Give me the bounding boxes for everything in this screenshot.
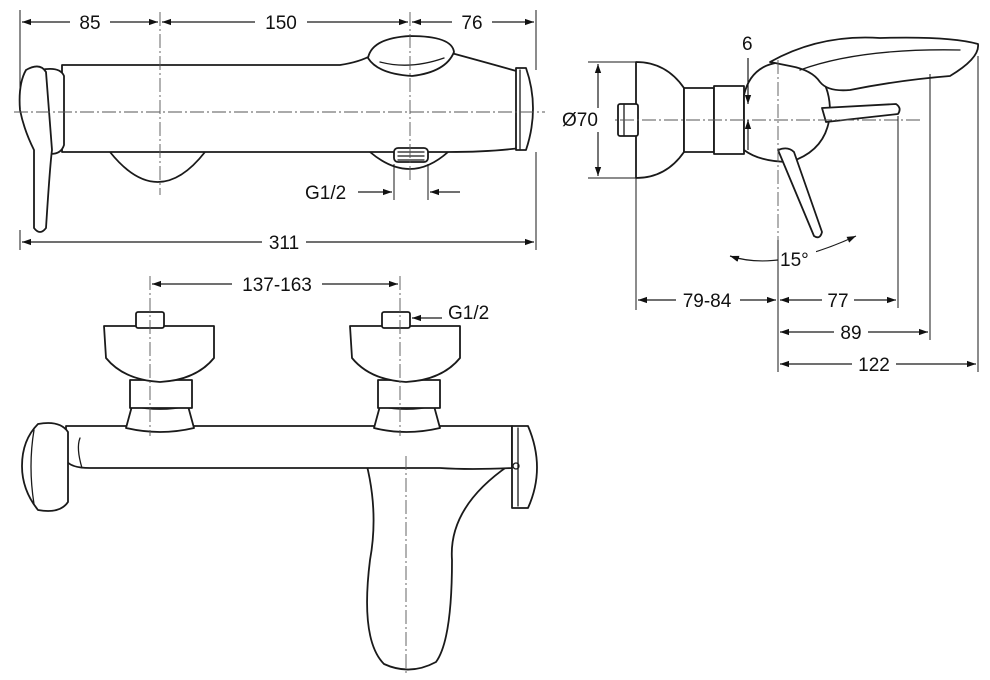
- dim-77: 77: [827, 291, 848, 312]
- top-view-right-cap: [511, 425, 538, 509]
- front-view-underside-left: [109, 151, 206, 183]
- top-view-right-inlet: [349, 311, 461, 433]
- top-view-left-inlet: [103, 311, 215, 433]
- dim-outlet-g12: G1/2: [305, 183, 346, 204]
- front-view-left-lever: [18, 65, 53, 233]
- front-view-top-button: [367, 35, 455, 77]
- front-view: 85 150 76 G1/2 311: [14, 10, 545, 254]
- dim-85: 85: [79, 13, 100, 34]
- dim-6: 6: [742, 34, 753, 55]
- side-view-handle: [769, 36, 979, 92]
- front-view-right-cap: [515, 67, 534, 151]
- dim-150: 150: [265, 13, 297, 34]
- dim-137-163: 137-163: [242, 275, 312, 296]
- dim-311: 311: [269, 233, 299, 254]
- dim-angle-15: 15°: [780, 250, 809, 271]
- dim-89: 89: [840, 323, 861, 344]
- top-view-spout: [361, 447, 515, 671]
- dim-79-84: 79-84: [683, 291, 732, 312]
- dim-diameter-70: Ø70: [562, 110, 598, 131]
- side-view: Ø70 6 15° 79-84 77 89 122: [560, 34, 979, 376]
- side-view-down-lever: [777, 147, 823, 239]
- top-view-body: [65, 425, 513, 470]
- top-view-left-cap: [21, 422, 69, 512]
- dim-122: 122: [858, 355, 890, 376]
- side-view-front-lever: [821, 103, 901, 123]
- top-view: 137-163 G1/2: [21, 272, 538, 676]
- front-view-body: [61, 49, 521, 153]
- dim-76: 76: [461, 13, 482, 34]
- dim-inlet-g12: G1/2: [448, 303, 489, 324]
